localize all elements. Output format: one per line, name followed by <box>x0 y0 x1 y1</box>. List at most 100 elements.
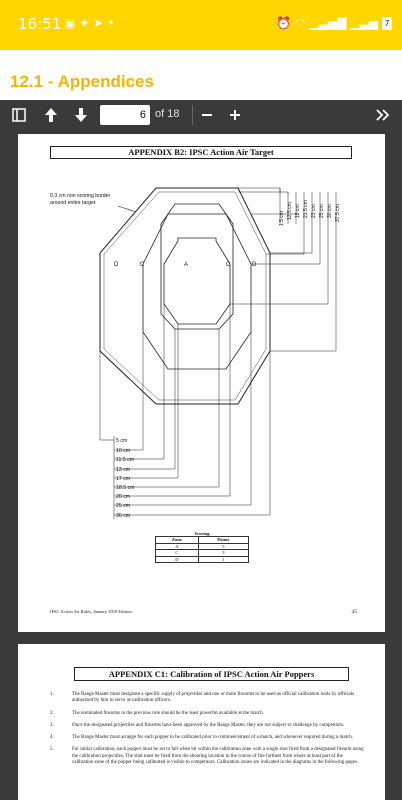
dim-25cm: 25 cm <box>116 503 130 509</box>
status-time: 16:51 <box>18 15 62 33</box>
minus-icon <box>202 114 212 116</box>
notification-icons: ▣✦➤• <box>64 16 119 30</box>
zoom-in-button[interactable] <box>226 103 244 127</box>
scoring-points-cell: 3 <box>197 549 250 557</box>
wifi-icon: ◠ <box>294 16 306 30</box>
scoring-caption: Scoring <box>194 531 210 536</box>
dim-20cm: 20 cm <box>116 494 130 500</box>
pdf-toolbar: 6 of 18 <box>0 100 402 130</box>
document-viewer[interactable]: APPENDIX B2: IPSC Action Air Target D C … <box>0 130 402 800</box>
scoring-points-cell: 1 <box>197 555 250 563</box>
table-row: A 5 <box>155 542 250 550</box>
arrow-down-icon <box>75 108 87 122</box>
arrow-up-icon <box>45 108 57 122</box>
rule-number: 5. <box>50 747 54 753</box>
alarm-icon: ⏰ <box>275 16 291 30</box>
double-chevron-right-icon <box>376 109 390 121</box>
top-dimension-labels: 1.5 cm 12.5 cm 18 cm 21.5 cm 23 cm 25 cm… <box>279 200 341 226</box>
a-zone-outline <box>163 237 231 325</box>
signal-icon: ▁▃▅▇ <box>309 16 347 30</box>
appendix-b2-title: APPENDIX B2: IPSC Action Air Target <box>50 146 352 159</box>
dim-30cm-bottom: 30 cm <box>116 513 130 519</box>
list-item: 4. The Range Master must arrange for eac… <box>50 735 365 741</box>
table-row: D 1 <box>155 555 250 563</box>
rule-text: For initial calibration, each popper mus… <box>72 747 364 766</box>
bottom-dimension-lines <box>99 304 271 519</box>
a-zone-head-outline <box>160 203 234 330</box>
dim-13cm: 13 cm <box>116 467 130 473</box>
dim-10cm: 10 cm <box>116 448 130 454</box>
dim-30cm: 30 cm <box>327 204 333 218</box>
rule-number: 4. <box>50 735 54 741</box>
border-note-line2: around entire target <box>50 200 96 206</box>
zone-label-d-left: D <box>114 262 119 268</box>
border-note-line1: 0.3 cm non scoring border <box>50 193 111 199</box>
status-bar: 16:51 ▣✦➤• ⏰ ◠ ▁▃▅▇ ▁▃▅ 7 <box>0 0 402 50</box>
target-border-line <box>103 191 267 401</box>
more-tools-button[interactable] <box>372 103 394 127</box>
rule-text: The Range Master must designate a specif… <box>72 692 355 704</box>
battery-icon: 7 <box>382 16 392 30</box>
zone-label-c-right: C <box>226 262 231 268</box>
dim-18cm: 18 cm <box>295 204 301 218</box>
top-dimension-lines <box>230 187 337 352</box>
toolbar-divider <box>192 105 193 125</box>
scoring-header-points: Points <box>197 536 250 544</box>
list-item: 2. The nominated firearms in the previou… <box>50 711 365 717</box>
dim-21-5cm: 21.5 cm <box>303 200 309 218</box>
page-total: of 18 <box>155 108 180 120</box>
rule-text: Once the designated projectiles and fire… <box>72 722 345 728</box>
dim-11-5cm: 11.5 cm <box>116 457 134 463</box>
page-number-input[interactable]: 6 <box>100 105 150 125</box>
table-row: C 3 <box>155 549 250 557</box>
system-icons: ⏰ ◠ ▁▃▅▇ ▁▃▅ 7 <box>276 16 392 30</box>
scoring-zone-cell: D <box>155 555 199 563</box>
dim-17cm: 17 cm <box>116 476 130 482</box>
next-page-button[interactable] <box>70 103 92 127</box>
appendix-c1-title: APPENDIX C1: Calibration of IPSC Action … <box>74 667 349 681</box>
sidebar-toggle-button[interactable] <box>8 103 30 127</box>
scoring-header-row: Zone Points <box>155 536 250 544</box>
dim-23cm: 23 cm <box>311 204 317 218</box>
scoring-table: Scoring Zone Points A 5 C 3 D 1 <box>155 531 250 563</box>
dim-5cm: 5 cm <box>116 438 127 444</box>
telegram-icon: ➤ <box>93 16 108 30</box>
calibration-rules-list: 1. The Range Master must designate a spe… <box>50 692 365 772</box>
dim-18-5cm: 18.5 cm <box>116 485 134 491</box>
rule-number: 1. <box>50 692 54 697</box>
list-item: 1. The Range Master must designate a spe… <box>50 692 365 705</box>
target-outer-outline <box>99 187 271 405</box>
previous-page-button[interactable] <box>40 103 62 127</box>
sidebar-icon <box>12 108 26 122</box>
page-footer-number: 45 <box>351 609 358 615</box>
dim-25cm: 25 cm <box>319 204 325 218</box>
zone-label-a: A <box>184 262 188 268</box>
list-item: 3. Once the designated projectiles and f… <box>50 723 365 729</box>
zone-label-d-right: D <box>252 262 257 268</box>
dim-37-5cm: 37.5 cm <box>335 204 341 222</box>
bottom-dimension-labels: 5 cm 10 cm 11.5 cm 13 cm 17 cm 18.5 cm 2… <box>116 438 134 519</box>
zone-label-c-left: C <box>140 262 145 268</box>
scoring-points-cell: 5 <box>197 542 250 550</box>
zoom-out-button[interactable] <box>198 103 216 127</box>
c-zone-outline <box>142 213 252 370</box>
plus-icon <box>230 110 240 120</box>
dim-12-5cm: 12.5 cm <box>287 202 293 220</box>
list-item: 5. For initial calibration, each popper … <box>50 747 365 766</box>
twitter-icon: ✦ <box>79 16 94 30</box>
pdf-page-46: APPENDIX C1: Calibration of IPSC Action … <box>18 644 385 800</box>
page-footer-edition: IPSC Action Air Rules, January 2010 Edit… <box>50 609 132 614</box>
rule-number: 3. <box>50 722 54 728</box>
signal-icon-2: ▁▃▅ <box>350 16 378 30</box>
rule-text: The Range Master must arrange for each p… <box>72 735 353 741</box>
app-bar: 12.1 - Appendices <box>0 50 402 100</box>
dim-1-5cm: 1.5 cm <box>279 211 285 226</box>
border-note-leader <box>117 205 137 213</box>
page-title: 12.1 - Appendices <box>10 72 154 91</box>
pdf-page-45: APPENDIX B2: IPSC Action Air Target D C … <box>18 134 385 632</box>
gallery-icon: ▣ <box>64 16 80 30</box>
dot-icon: • <box>107 16 119 30</box>
rule-text: The nominated firearms in the previous r… <box>72 710 264 716</box>
rule-number: 2. <box>50 710 54 716</box>
target-diagram: D C A C D 0.3 cm non scoring border arou… <box>50 187 341 519</box>
